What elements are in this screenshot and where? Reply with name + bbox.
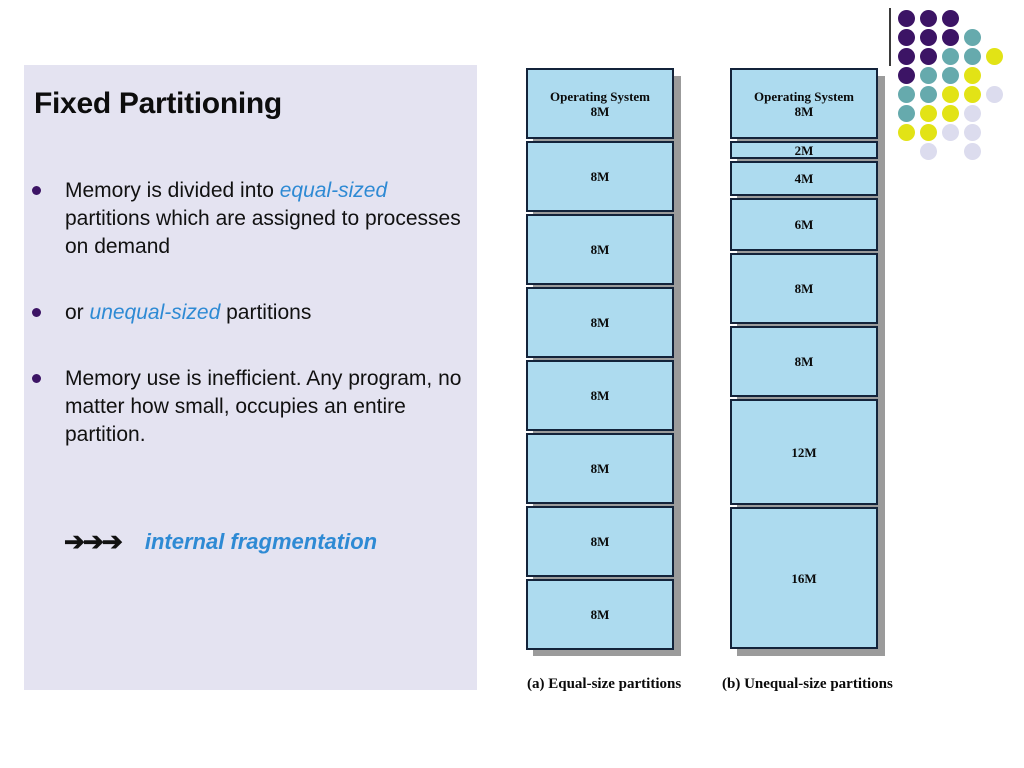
- memory-size-label: 8M: [590, 388, 610, 403]
- decorative-dot: [942, 67, 959, 84]
- decorative-dot: [920, 67, 937, 84]
- memory-block: 6M: [730, 198, 878, 251]
- memory-size-label: 8M: [590, 242, 610, 257]
- decorative-dot: [964, 124, 981, 141]
- memory-size-label: 8M: [590, 534, 610, 549]
- diagram-caption: (a) Equal-size partitions: [527, 676, 682, 692]
- memory-block: 16M: [730, 507, 878, 649]
- decorative-dot: [942, 105, 959, 122]
- bullet-item: or unequal-sized partitions: [32, 299, 472, 327]
- decorative-dot: [898, 105, 915, 122]
- memory-block: 8M: [526, 214, 674, 285]
- text-segment: or: [65, 301, 90, 324]
- decorative-dot: [898, 48, 915, 65]
- memory-block: 8M: [526, 141, 674, 212]
- decorative-dot-grid: [898, 10, 1018, 170]
- decorative-dot: [898, 124, 915, 141]
- decorative-dot: [920, 10, 937, 27]
- decorative-dot: [920, 29, 937, 46]
- decorative-dot: [964, 105, 981, 122]
- bullet-list: Memory is divided into equal-sized parti…: [32, 177, 472, 475]
- decorative-dot: [964, 67, 981, 84]
- content-panel: Fixed Partitioning Memory is divided int…: [24, 65, 477, 690]
- decorative-dot: [920, 124, 937, 141]
- decorative-dot: [920, 86, 937, 103]
- bullet-dot-icon: [32, 374, 41, 383]
- memory-size-label: 4M: [794, 171, 814, 186]
- decorative-dot: [986, 48, 1003, 65]
- memory-size-label: 8M: [590, 169, 610, 184]
- decorative-dot: [898, 67, 915, 84]
- decorative-dot: [942, 86, 959, 103]
- bullet-text: or unequal-sized partitions: [65, 299, 472, 327]
- decorative-dot: [920, 143, 937, 160]
- decorative-dot: [964, 29, 981, 46]
- memory-size-label: 8M: [590, 315, 610, 330]
- decorative-dot: [898, 29, 915, 46]
- bullet-item: Memory use is inefficient. Any program, …: [32, 365, 472, 449]
- memory-block: 8M: [730, 326, 878, 397]
- text-segment: partitions which are assigned to process…: [65, 207, 461, 258]
- memory-size-label: 8M: [794, 103, 814, 119]
- memory-size-label: 8M: [590, 461, 610, 476]
- decorative-dot: [942, 124, 959, 141]
- memory-size-label: 2M: [794, 142, 814, 158]
- memory-block: 12M: [730, 399, 878, 505]
- memory-size-label: 8M: [590, 103, 610, 119]
- decorative-dot: [942, 10, 959, 27]
- memory-block: 8M: [730, 253, 878, 324]
- corner-rule-divider: [889, 8, 891, 66]
- conclusion-row: ➔➔➔ internal fragmentation: [64, 527, 377, 557]
- bullet-item: Memory is divided into equal-sized parti…: [32, 177, 472, 261]
- decorative-dot: [964, 143, 981, 160]
- memory-block: 8M: [526, 506, 674, 577]
- decorative-dot: [964, 48, 981, 65]
- bullet-dot-icon: [32, 308, 41, 317]
- text-segment: partitions: [220, 301, 312, 324]
- memory-block: 4M: [730, 161, 878, 196]
- highlighted-term: equal-sized: [279, 179, 388, 202]
- os-label: Operating System: [753, 88, 855, 104]
- memory-size-label: 16M: [791, 570, 817, 586]
- highlighted-term: unequal-sized: [89, 301, 221, 324]
- decorative-dot: [898, 10, 915, 27]
- bullet-text: Memory use is inefficient. Any program, …: [65, 365, 472, 449]
- decorative-dot: [964, 86, 981, 103]
- memory-size-label: 8M: [794, 281, 814, 296]
- decorative-dot: [942, 29, 959, 46]
- memory-block: 8M: [526, 287, 674, 358]
- memory-size-label: 8M: [590, 607, 610, 622]
- diagram-caption: (b) Unequal-size partitions: [722, 676, 893, 692]
- memory-size-label: 12M: [791, 444, 817, 460]
- bullet-text: Memory is divided into equal-sized parti…: [65, 177, 472, 261]
- memory-block: 8M: [526, 360, 674, 431]
- memory-block: 8M: [526, 433, 674, 504]
- text-segment: Memory is divided into: [65, 179, 280, 202]
- internal-fragmentation-label: internal fragmentation: [144, 529, 378, 554]
- memory-size-label: 8M: [794, 354, 814, 369]
- memory-block: 8M: [526, 579, 674, 650]
- memory-block: 2M: [730, 141, 878, 159]
- text-segment: Memory use is inefficient. Any program, …: [65, 367, 462, 446]
- os-label: Operating System: [549, 88, 651, 104]
- decorative-dot: [986, 86, 1003, 103]
- memory-size-label: 6M: [794, 217, 814, 232]
- bullet-dot-icon: [32, 186, 41, 195]
- decorative-dot: [942, 48, 959, 65]
- decorative-dot: [920, 48, 937, 65]
- decorative-dot: [920, 105, 937, 122]
- page-title: Fixed Partitioning: [34, 87, 282, 120]
- decorative-dot: [898, 86, 915, 103]
- arrow-right-icon: ➔➔➔: [64, 528, 123, 556]
